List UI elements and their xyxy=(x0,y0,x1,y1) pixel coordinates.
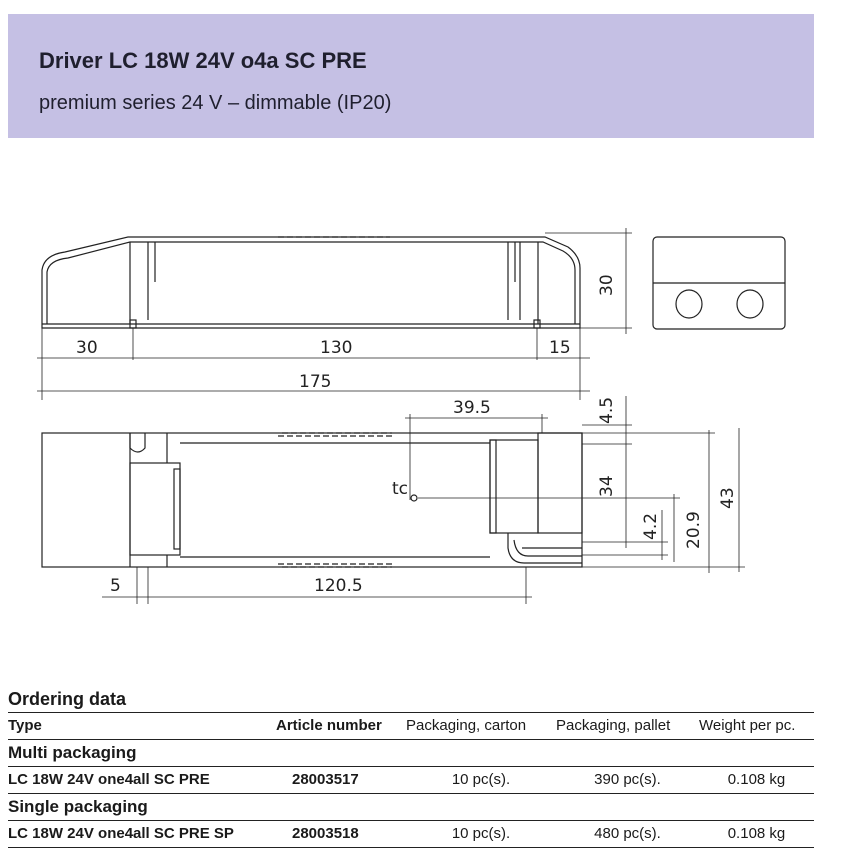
ordering-data-section: Ordering data Type Article number Packag… xyxy=(8,686,814,848)
terminal-hole-right xyxy=(736,289,764,319)
product-header: Driver LC 18W 24V o4a SC PRE premium ser… xyxy=(8,14,814,138)
dim-130: 130 xyxy=(320,338,352,358)
col-packaging-carton: Packaging, carton xyxy=(406,713,556,740)
cell-article: 28003517 xyxy=(276,766,406,794)
product-subtitle: premium series 24 V – dimmable (IP20) xyxy=(39,92,392,114)
dim-120-5: 120.5 xyxy=(314,576,363,596)
tc-label: tc xyxy=(392,479,408,499)
cell-article: 28003518 xyxy=(276,820,406,848)
cell-type: LC 18W 24V one4all SC PRE xyxy=(8,766,276,794)
dim-4-2: 4.2 xyxy=(641,513,661,540)
dim-4-5: 4.5 xyxy=(597,397,617,424)
dim-175: 175 xyxy=(299,372,331,392)
dim-39-5: 39.5 xyxy=(453,398,491,418)
dim-15: 15 xyxy=(549,338,571,358)
dim-43: 43 xyxy=(718,487,738,509)
dim-34: 34 xyxy=(597,475,617,497)
dim-30-height: 30 xyxy=(597,274,617,296)
cell-pallet: 390 pc(s). xyxy=(556,766,699,794)
cell-weight: 0.108 kg xyxy=(699,766,814,794)
cell-carton: 10 pc(s). xyxy=(406,766,556,794)
ordering-title: Ordering data xyxy=(8,686,814,713)
cell-type: LC 18W 24V one4all SC PRE SP xyxy=(8,820,276,848)
dim-30-left: 30 xyxy=(76,338,98,358)
table-row: LC 18W 24V one4all SC PRE SP 28003518 10… xyxy=(8,820,814,848)
table-header-row: Type Article number Packaging, carton Pa… xyxy=(8,713,814,740)
cell-weight: 0.108 kg xyxy=(699,820,814,848)
col-weight: Weight per pc. xyxy=(699,713,814,740)
group-row-single: Single packaging xyxy=(8,793,814,821)
col-packaging-pallet: Packaging, pallet xyxy=(556,713,699,740)
ordering-table: Type Article number Packaging, carton Pa… xyxy=(8,713,814,848)
technical-drawing: 30 130 15 175 30 39.5 4.5 34 43 4.2 20.9… xyxy=(37,228,786,604)
side-view-outline xyxy=(41,236,581,329)
table-row: LC 18W 24V one4all SC PRE 28003517 10 pc… xyxy=(8,766,814,794)
tc-point xyxy=(410,494,418,502)
group-label: Single packaging xyxy=(8,793,814,821)
col-type: Type xyxy=(8,713,276,740)
product-title: Driver LC 18W 24V o4a SC PRE xyxy=(39,48,367,73)
top-view-outline xyxy=(41,432,583,568)
dim-20-9: 20.9 xyxy=(684,511,704,549)
dim-5: 5 xyxy=(110,576,121,596)
cell-pallet: 480 pc(s). xyxy=(556,820,699,848)
group-label: Multi packaging xyxy=(8,739,814,767)
group-row-multi: Multi packaging xyxy=(8,739,814,767)
cell-carton: 10 pc(s). xyxy=(406,820,556,848)
terminal-hole-left xyxy=(675,289,703,319)
col-article-number: Article number xyxy=(276,713,406,740)
